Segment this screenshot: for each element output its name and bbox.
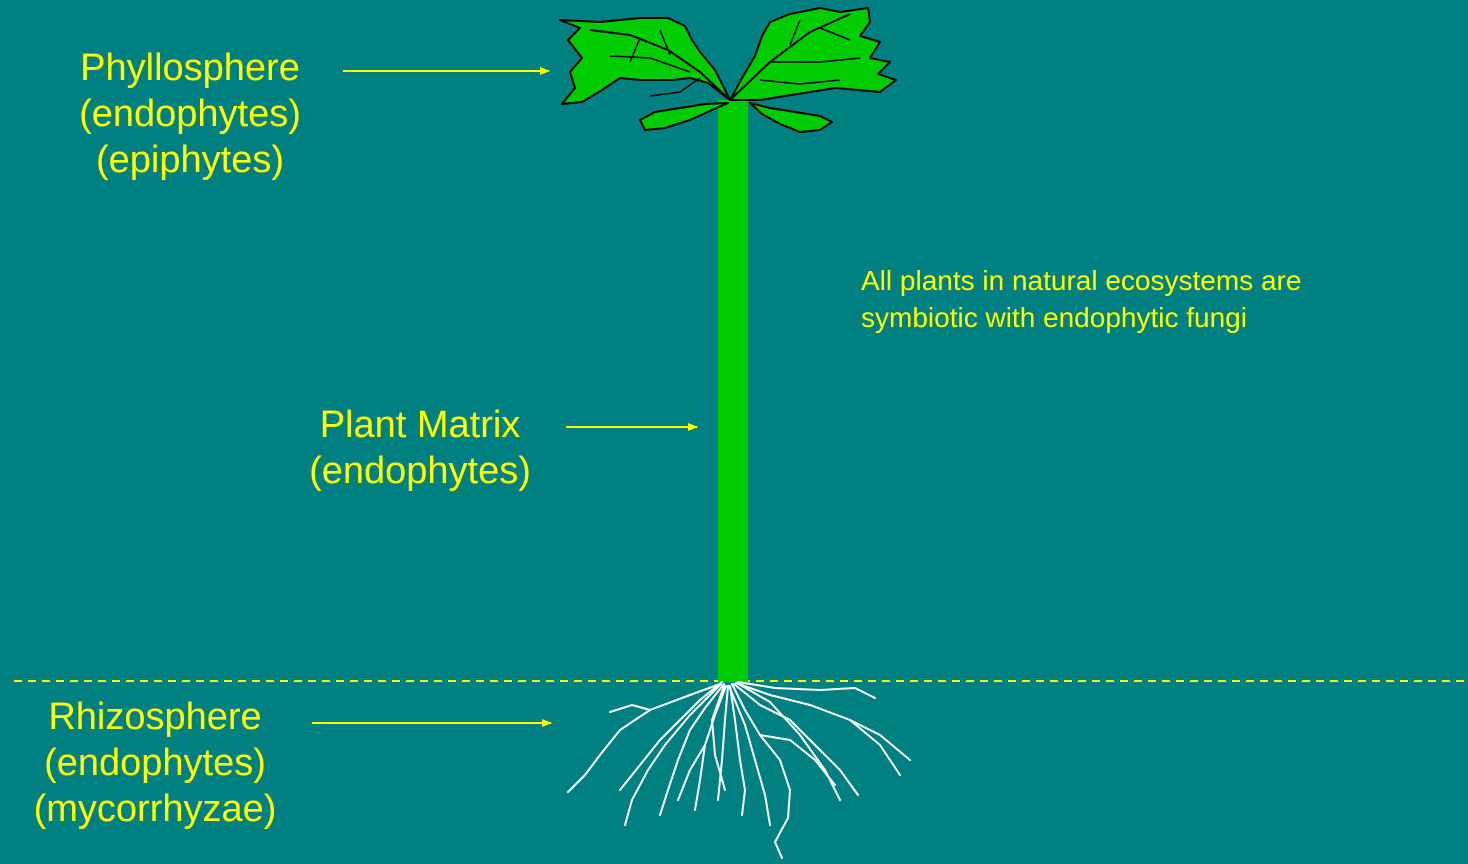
roots-icon	[568, 682, 910, 858]
plant-stem	[718, 100, 748, 682]
phyllosphere-epiphytes: (epiphytes)	[40, 137, 340, 183]
rhizosphere-mycorrhyzae: (mycorrhyzae)	[0, 786, 310, 832]
rhizosphere-endophytes: (endophytes)	[0, 740, 310, 786]
plant-matrix-endophytes: (endophytes)	[280, 448, 560, 494]
symbiosis-note: All plants in natural ecosystems are sym…	[861, 262, 1301, 336]
phyllosphere-label-block: Phyllosphere (endophytes) (epiphytes)	[40, 45, 340, 183]
rhizosphere-label-block: Rhizosphere (endophytes) (mycorrhyzae)	[0, 694, 310, 832]
rhizosphere-title: Rhizosphere	[0, 694, 310, 740]
note-line-1: All plants in natural ecosystems are	[861, 262, 1301, 299]
phyllosphere-endophytes: (endophytes)	[40, 91, 340, 137]
note-line-2: symbiotic with endophytic fungi	[861, 299, 1301, 336]
plant-matrix-title: Plant Matrix	[280, 402, 560, 448]
plant-matrix-label-block: Plant Matrix (endophytes)	[280, 402, 560, 494]
phyllosphere-title: Phyllosphere	[40, 45, 340, 91]
